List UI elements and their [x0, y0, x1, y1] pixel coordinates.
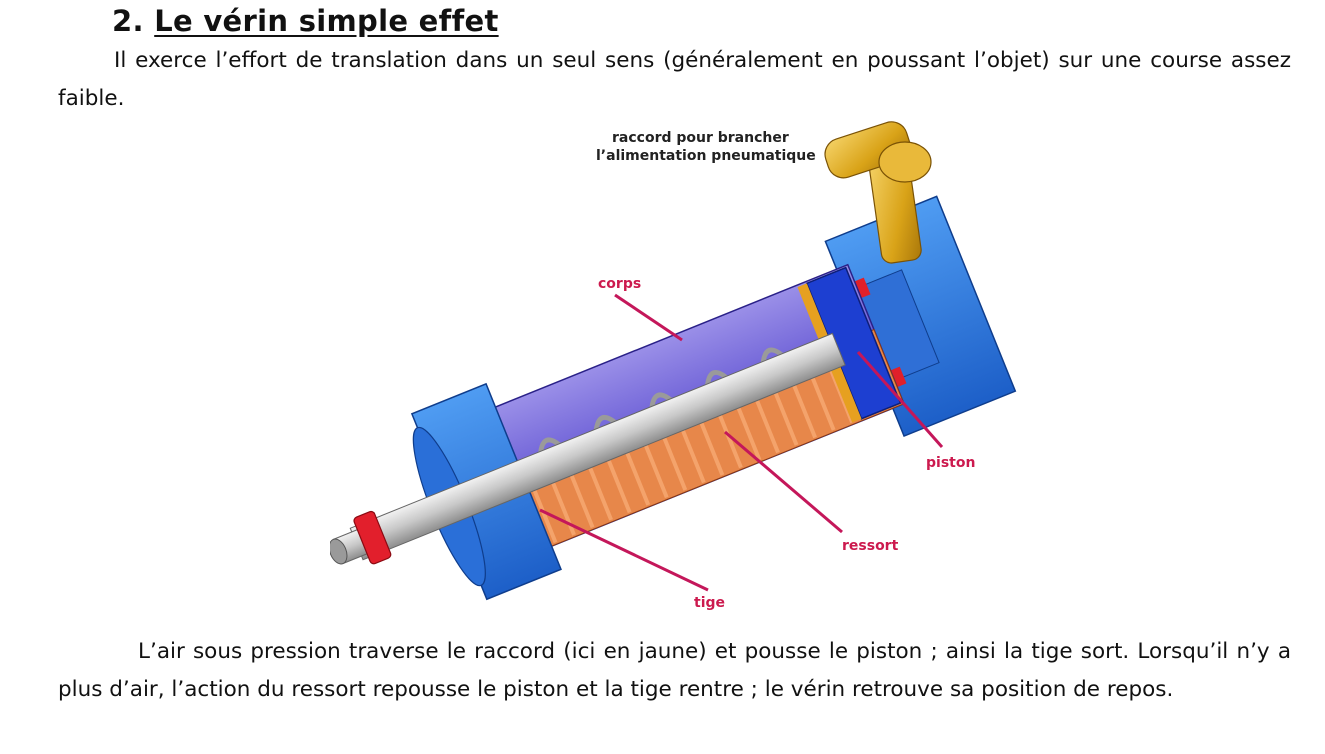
intro-paragraph: Il exerce l’effort de translation dans u… [58, 48, 1291, 111]
piston-rod [330, 332, 846, 565]
raccord-label-line1: raccord pour brancher [612, 130, 789, 146]
corps-label: corps [598, 276, 641, 292]
explanation-paragraph: L’air sous pression traverse le raccord … [58, 639, 1291, 702]
raccord-label-line2: l’alimentation pneumatique [596, 148, 816, 164]
piston-label: piston [926, 455, 975, 471]
ressort-label: ressort [842, 538, 899, 554]
tige-label: tige [694, 595, 725, 611]
air-fitting [824, 121, 932, 264]
single-acting-cylinder-diagram: raccord pour brancher l’alimentation pne… [330, 121, 1017, 611]
ressort-leader [724, 430, 843, 534]
corps-leader [614, 293, 683, 342]
tige-leader [539, 508, 709, 592]
section-title: Le vérin simple effet [154, 4, 499, 38]
section-number: 2. [112, 4, 144, 38]
section-heading: 2. Le vérin simple effet [112, 4, 499, 38]
piston-leader [856, 351, 944, 448]
